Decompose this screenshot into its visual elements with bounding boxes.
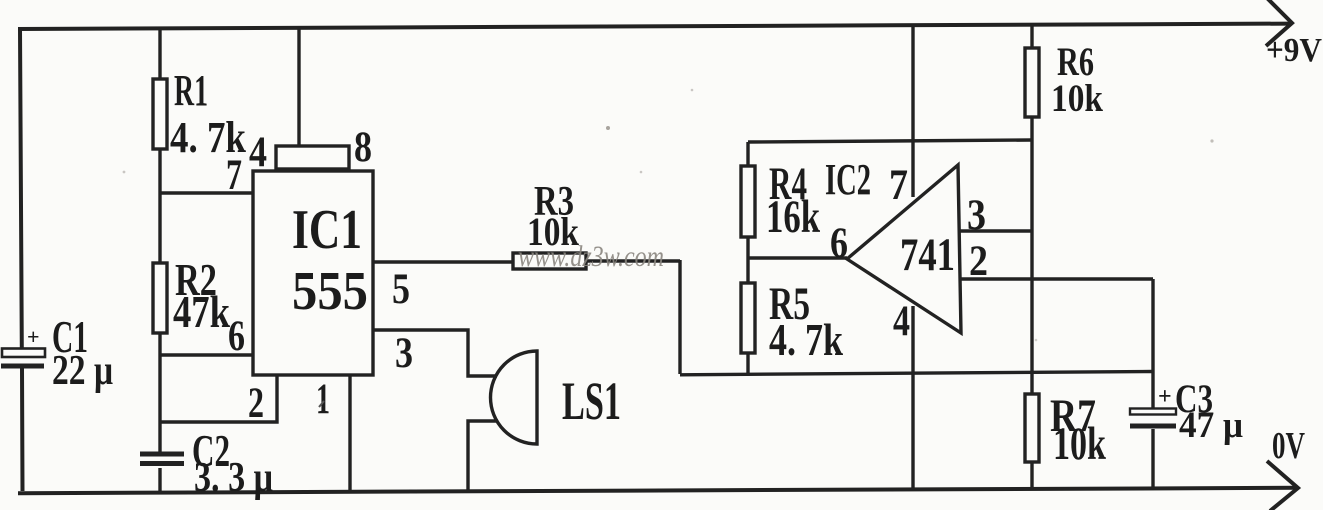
svg-text:7: 7 xyxy=(889,162,908,209)
svg-text:8: 8 xyxy=(354,124,372,171)
svg-text:4. 7k: 4. 7k xyxy=(769,315,843,365)
svg-text:R2: R2 xyxy=(175,254,217,305)
svg-text:47 μ: 47 μ xyxy=(1179,405,1243,446)
svg-text:4: 4 xyxy=(249,129,267,176)
svg-text:R6: R6 xyxy=(1057,39,1094,84)
svg-text:47k: 47k xyxy=(173,286,230,337)
svg-text:3. 3 μ: 3. 3 μ xyxy=(194,455,273,501)
svg-text:+: + xyxy=(27,324,40,349)
svg-text:6: 6 xyxy=(830,220,848,267)
svg-text:www.dz3w.com: www.dz3w.com xyxy=(518,240,664,273)
svg-text:LS1: LS1 xyxy=(562,371,621,431)
svg-text:C1: C1 xyxy=(52,312,88,362)
svg-text:R7: R7 xyxy=(1050,390,1096,442)
svg-text:0V: 0V xyxy=(1272,425,1305,467)
svg-text:10k: 10k xyxy=(1053,418,1107,470)
svg-text:4: 4 xyxy=(893,298,910,345)
svg-text:16k: 16k xyxy=(766,191,821,243)
svg-text:C2: C2 xyxy=(192,426,230,476)
svg-text:C3: C3 xyxy=(1175,376,1213,421)
svg-text:5: 5 xyxy=(392,266,410,313)
svg-text:7: 7 xyxy=(226,152,242,199)
svg-text:10k: 10k xyxy=(527,209,580,254)
svg-text:+: + xyxy=(1158,384,1172,410)
svg-text:IC1: IC1 xyxy=(292,199,362,261)
svg-text:22 μ: 22 μ xyxy=(52,348,113,394)
svg-text:R4: R4 xyxy=(769,158,807,210)
svg-text:1: 1 xyxy=(316,376,330,423)
svg-text:2: 2 xyxy=(248,380,264,427)
svg-text:3: 3 xyxy=(967,192,986,239)
svg-text:R1: R1 xyxy=(174,66,208,115)
svg-text:R3: R3 xyxy=(534,179,574,225)
svg-text:2: 2 xyxy=(969,238,988,285)
svg-text:+9V: +9V xyxy=(1266,32,1322,69)
svg-text:555: 555 xyxy=(292,260,368,321)
svg-text:6: 6 xyxy=(228,313,245,360)
svg-text:R5: R5 xyxy=(769,278,810,330)
svg-text:IC2: IC2 xyxy=(825,155,871,204)
svg-text:741: 741 xyxy=(900,229,955,281)
svg-text:3: 3 xyxy=(395,330,413,377)
svg-text:4. 7k: 4. 7k xyxy=(170,113,246,162)
svg-text:10k: 10k xyxy=(1051,77,1103,120)
